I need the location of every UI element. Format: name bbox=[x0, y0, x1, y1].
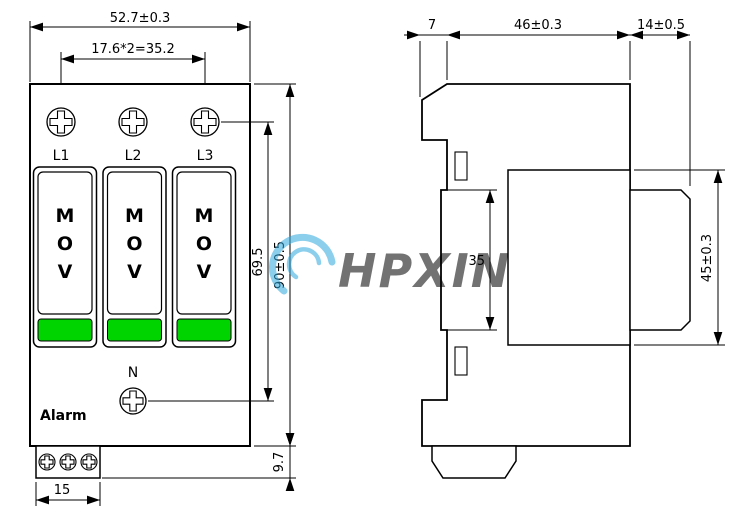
module-letter: O bbox=[57, 233, 73, 255]
dim-module-height: 45±0.3 bbox=[634, 169, 725, 346]
side-view: 7 46±0.3 14±0.5 35 45±0.3 bbox=[404, 18, 725, 479]
watermark-text: HPXIN bbox=[338, 244, 511, 298]
alarm-label: Alarm bbox=[40, 408, 87, 424]
phillips-cross-icon bbox=[193, 110, 217, 134]
terminal-label-l3: L3 bbox=[197, 148, 214, 164]
watermark: HPXIN bbox=[268, 233, 511, 298]
phillips-cross-icon bbox=[61, 455, 75, 469]
module-letter: O bbox=[126, 233, 142, 255]
dim-label-front-depth: 14±0.5 bbox=[637, 18, 685, 33]
watermark-swoosh-inner-icon bbox=[286, 247, 322, 280]
front-view: 52.7±0.3 17.6*2=35.2 L1 L2 L3 bbox=[29, 11, 296, 506]
mov-module-2: M O V bbox=[102, 166, 167, 348]
terminal-label-l1: L1 bbox=[53, 148, 70, 164]
dim-label-body-depth: 46±0.3 bbox=[514, 18, 562, 33]
dim-label-screw-to-neutral: 69.5 bbox=[251, 248, 266, 277]
side-slot-top bbox=[454, 151, 468, 181]
neutral-label: N bbox=[128, 365, 138, 381]
module-letter: V bbox=[197, 261, 212, 283]
dim-label-screw-spacing: 17.6*2=35.2 bbox=[91, 42, 175, 57]
neutral-screw bbox=[119, 387, 147, 415]
terminal-label-l2: L2 bbox=[125, 148, 142, 164]
dim-screw-to-neutral: 69.5 bbox=[148, 121, 274, 402]
module-label-area bbox=[106, 171, 163, 315]
terminal-screw-l3 bbox=[190, 107, 220, 137]
phillips-cross-icon bbox=[82, 455, 96, 469]
module-letter: M bbox=[125, 205, 144, 227]
dim-label-rear-clip: 7 bbox=[428, 18, 436, 33]
dim-label-foot-width: 15 bbox=[54, 483, 71, 498]
module-label-area bbox=[176, 171, 232, 315]
module-front-cap bbox=[629, 189, 691, 331]
module-letter: O bbox=[196, 233, 212, 255]
din-clip-foot bbox=[431, 445, 517, 479]
phillips-cross-icon bbox=[49, 110, 73, 134]
phillips-cross-icon bbox=[121, 110, 145, 134]
module-letter: V bbox=[127, 261, 142, 283]
side-slot-bottom bbox=[454, 346, 468, 376]
status-indicator-window bbox=[176, 318, 232, 342]
alarm-terminal-block bbox=[35, 445, 101, 479]
dim-front-depth: 14±0.5 bbox=[630, 18, 691, 186]
dim-rear-clip: 7 bbox=[404, 18, 447, 97]
dim-label-rail-recess: 35 bbox=[468, 254, 485, 269]
mov-module-3: M O V bbox=[171, 166, 237, 348]
module-letter: M bbox=[56, 205, 75, 227]
terminal-screw-l1 bbox=[46, 107, 76, 137]
dim-total-width: 52.7±0.3 bbox=[29, 11, 251, 82]
phillips-cross-icon bbox=[122, 390, 144, 412]
module-label-area bbox=[37, 171, 93, 315]
phillips-cross-icon bbox=[40, 455, 54, 469]
module-letter: V bbox=[58, 261, 73, 283]
dim-body-depth: 46±0.3 bbox=[446, 18, 631, 80]
module-letter: M bbox=[195, 205, 214, 227]
watermark-swoosh-icon bbox=[268, 233, 336, 295]
dim-terminal-depth: 9.7 bbox=[102, 433, 296, 491]
dim-rail-recess: 35 bbox=[443, 189, 497, 331]
module-side-body bbox=[507, 169, 631, 346]
dim-label-terminal-depth: 9.7 bbox=[272, 452, 287, 473]
dim-foot-width: 15 bbox=[35, 482, 101, 506]
dim-label-module-height: 45±0.3 bbox=[700, 234, 715, 282]
terminal-screw-l2 bbox=[118, 107, 148, 137]
status-indicator-window bbox=[37, 318, 93, 342]
status-indicator-window bbox=[107, 318, 162, 342]
dim-label-total-width: 52.7±0.3 bbox=[110, 11, 171, 26]
mov-module-1: M O V bbox=[32, 166, 98, 348]
